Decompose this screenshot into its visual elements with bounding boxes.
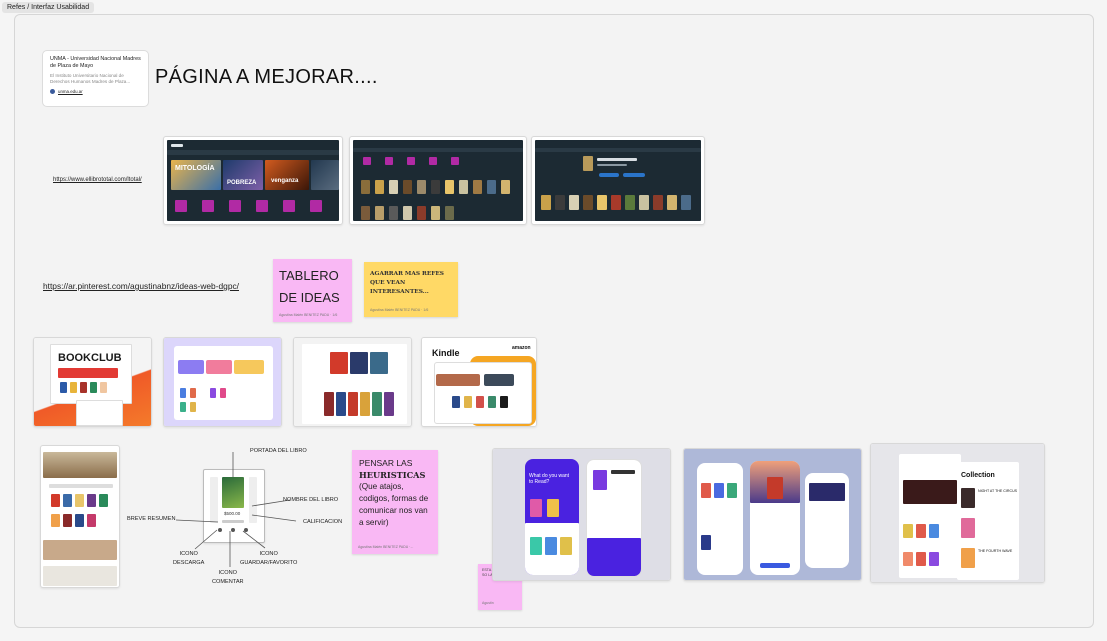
ref-purple-dashboard[interactable] [163, 337, 282, 427]
ref-posters-grid[interactable] [293, 337, 412, 427]
ref-mobile-blue[interactable] [683, 448, 862, 581]
ellibro-screenshot-detail[interactable] [531, 136, 705, 225]
ref-bookstore-longpage[interactable] [40, 445, 120, 588]
banner-venganza: venganza [271, 178, 299, 184]
collection-book-1: NIGHT AT THE CIRCUS [978, 489, 1018, 493]
label-portada: PORTADA DEL LIBRO [250, 448, 307, 454]
ref-collection[interactable]: Collection NIGHT AT THE CIRCUS THE FOURT… [870, 443, 1045, 583]
ref-kindle[interactable]: Kindle amazon [421, 337, 537, 427]
ellibro-screenshot-catalog[interactable] [349, 136, 527, 225]
sticky-agarrar-refes[interactable]: AGARRAR MAS REFES QUE VEAN INTERESANTES.… [364, 262, 458, 317]
label-guardar: ICONO GUARDAR/FAVORITO [240, 551, 298, 566]
banner-pobreza: POBREZA [227, 180, 257, 186]
sticky-heuristicas-line2: HEURISTICAS [359, 470, 426, 480]
ellibro-screenshot-home[interactable]: MITOLOGÍA POBREZA venganza [163, 136, 343, 225]
download-icon[interactable] [218, 528, 222, 532]
banner-mitologia: MITOLOGÍA [175, 165, 215, 172]
sticky-tablero-ideas[interactable]: TABLERO DE IDEAS Agustina Malén BENITEZ … [273, 259, 352, 322]
book-wireframe[interactable]: $500.00 [203, 469, 265, 543]
book-cover-image [222, 477, 244, 508]
sticky-heuristicas-line3: (Que atajos, codigos, formas de comunica… [359, 482, 429, 527]
mobile-what-text: What do you want to Read? [529, 473, 570, 485]
collection-book-2: THE FOURTH WAVE [978, 549, 1013, 553]
sticky-heuristicas[interactable]: PENSAR LAS HEURISTICAS (Que atajos, codi… [352, 450, 438, 554]
frame-title[interactable]: Refes / Interfaz Usabilidad [2, 2, 95, 13]
link-card-domain: unma.edu.ar [50, 89, 141, 94]
sticky-esta-author: Agustin [482, 601, 494, 605]
label-resumen: BREVE RESUMEN [127, 516, 176, 522]
label-comentar: ICONO COMENTAR [212, 570, 244, 585]
bookclub-title: BOOKCLUB [58, 352, 122, 364]
collection-title: Collection [961, 472, 995, 479]
sticky-agarrar-author: Agustina Malén BENITEZ PADU · 1/6 [370, 308, 429, 312]
pinterest-link[interactable]: https://ar.pinterest.com/agustinabnz/ide… [43, 281, 239, 291]
page-heading: PÁGINA A MEJORAR.... [155, 66, 378, 88]
label-descarga: ICONO DESCARGA [173, 551, 205, 566]
book-price: $500.00 [224, 511, 241, 516]
label-calificacion: CALIFICACION [303, 519, 343, 525]
sticky-agarrar-text: AGARRAR MAS REFES QUE VEAN INTERESANTES.… [370, 271, 444, 295]
sticky-heuristicas-line1: PENSAR LAS [359, 458, 413, 468]
link-card-title: UNMA - Universidad Nacional Madres de Pl… [50, 56, 141, 69]
globe-icon [50, 89, 55, 94]
kindle-title: Kindle [432, 348, 460, 358]
ellibrototal-link[interactable]: https://www.ellibrototal.com/ltotal/ [53, 177, 142, 183]
ref-mobile-purple[interactable]: What do you want to Read? [492, 448, 671, 581]
ref-bookclub[interactable]: BOOKCLUB [33, 337, 152, 427]
sticky-tablero-text: TABLERO DE IDEAS [279, 268, 340, 305]
link-card-domain-text[interactable]: unma.edu.ar [58, 89, 83, 94]
comment-icon[interactable] [231, 528, 235, 532]
label-nombre: NOMBRE DEL LIBRO [283, 497, 339, 503]
amazon-logo: amazon [512, 345, 531, 351]
sticky-heuristicas-author: Agustina Malén BENITEZ PADU ·... [358, 545, 414, 549]
link-preview-card[interactable]: UNMA - Universidad Nacional Madres de Pl… [42, 50, 149, 107]
sticky-tablero-author: Agustina Malén BENITEZ PADU · 1/6 [279, 313, 338, 317]
bookmark-icon[interactable] [244, 528, 248, 532]
link-card-description: El Instituto Universitario Nacional de D… [50, 73, 131, 84]
